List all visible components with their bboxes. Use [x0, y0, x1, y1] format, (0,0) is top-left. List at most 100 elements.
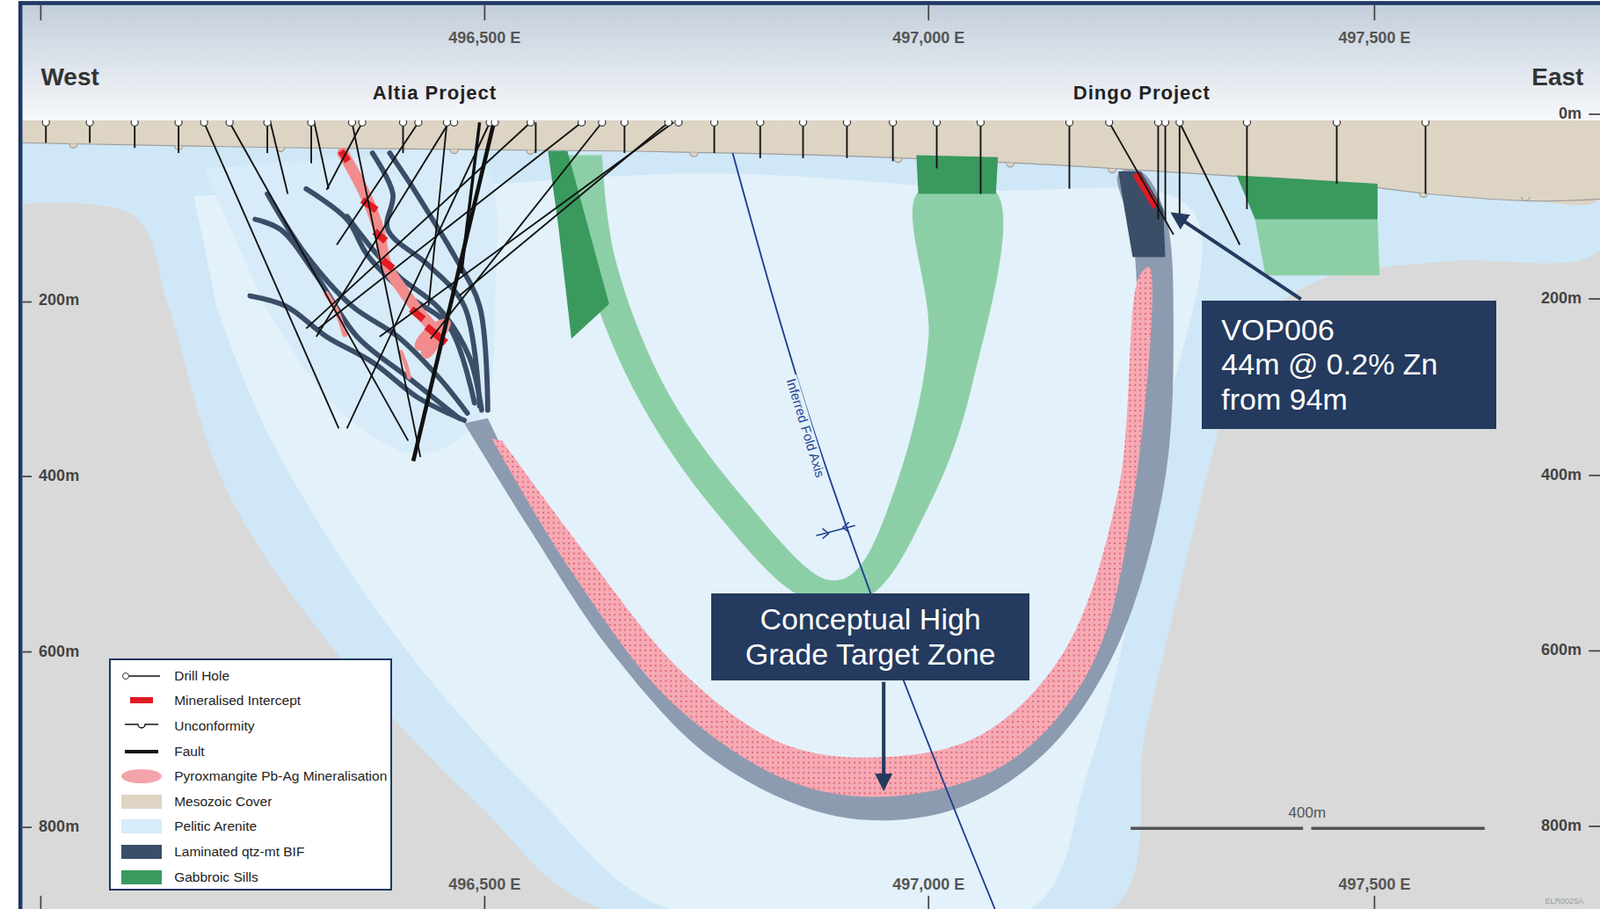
mineralised-intercept	[411, 309, 424, 320]
drill-hole	[980, 122, 982, 194]
axis-value: 497,500 E	[1338, 29, 1411, 48]
axis-value: 497,000 E	[892, 876, 965, 895]
fault	[461, 122, 480, 274]
bif-layer	[249, 296, 465, 422]
legend-row: Pyroxmangite Pb-Ag Mineralisation	[121, 763, 382, 790]
drill-hole	[379, 122, 674, 337]
unconformity-dip	[1521, 196, 1530, 202]
depth-tick	[1588, 474, 1600, 477]
axis-value: ELR0025A	[1545, 897, 1585, 907]
drill-hole	[270, 122, 289, 194]
callout-box: Conceptual High Grade Target Zone	[711, 593, 1030, 680]
callout-box: VOP00644m @ 0.2% Zn from 94m	[1201, 300, 1497, 429]
callout-text: 44m @ 0.2% Zn from 94m	[1221, 347, 1472, 416]
drill-hole	[177, 122, 180, 153]
depth-tick	[1588, 650, 1600, 653]
legend-text: Pyroxmangite Pb-Ag Mineralisation	[174, 768, 387, 785]
unconformity-dip	[526, 150, 535, 155]
axis-value: 400m	[1288, 805, 1327, 822]
fold-axis-symbol	[816, 525, 856, 537]
legend-text: Fault	[174, 743, 204, 760]
legend-text: Unconformity	[174, 718, 255, 735]
drill-hole	[1336, 122, 1339, 184]
unconformity-dip	[1005, 162, 1014, 168]
legend-row: Drill Hole	[121, 663, 382, 690]
bif-fold	[464, 168, 1174, 821]
depth-tick	[22, 651, 32, 654]
drill-hole	[892, 122, 895, 161]
easting-tick	[927, 5, 930, 21]
legend-row: Fault	[121, 738, 382, 764]
axis-value: 800m	[38, 818, 80, 837]
legend-text: Mesozoic Cover	[174, 793, 272, 810]
drill-hole	[266, 122, 269, 153]
axis-value: 496,500 E	[448, 876, 521, 895]
legend-row: Mineralised Intercept	[121, 688, 382, 714]
fold-axis	[732, 152, 995, 909]
easting-tick	[1374, 5, 1376, 21]
legend-swatch	[121, 870, 162, 885]
direction-label: West	[40, 64, 99, 92]
drill-hole	[429, 122, 448, 306]
drill-hole	[1069, 122, 1071, 189]
project-label: Altia Project	[372, 82, 497, 104]
drill-hole	[759, 122, 762, 159]
callout-text: VOP006	[1221, 312, 1472, 348]
easting-tick	[40, 895, 43, 909]
leader-arrow	[881, 682, 886, 788]
legend-row: Pelitic Arenite	[121, 814, 382, 840]
legend-row: Unconformity	[121, 713, 382, 740]
axis-value: 497,000 E	[892, 29, 965, 48]
legend-swatch	[121, 819, 162, 834]
sample-collar	[123, 672, 130, 679]
drill-hole	[347, 122, 491, 429]
easting-tick	[40, 5, 43, 21]
drill-hole	[203, 122, 339, 429]
legend-sample	[121, 693, 162, 708]
legend-text: Drill Hole	[174, 668, 230, 684]
project-label: Dingo Project	[1073, 82, 1211, 104]
unconformity-dip	[450, 149, 459, 154]
drill-hole	[802, 122, 805, 159]
bif-layer	[305, 189, 475, 404]
easting-tick	[483, 5, 486, 21]
gabbroic-sill-top	[916, 154, 998, 194]
legend-sample	[121, 719, 162, 734]
fault	[413, 122, 495, 461]
drill-hole	[1178, 122, 1181, 219]
axis-value: 200m	[1541, 290, 1582, 308]
scale-bar	[1130, 827, 1303, 830]
drill-hole	[1179, 122, 1240, 245]
legend-swatch	[121, 794, 162, 809]
drill-hole	[713, 122, 716, 153]
axis-value: 400m	[38, 467, 80, 486]
depth-tick	[1588, 825, 1600, 828]
mineralised-intercept	[382, 260, 393, 269]
legend-sample	[121, 669, 162, 684]
legend-text: Gabbroic Sills	[174, 869, 259, 886]
drill-hole	[1245, 122, 1248, 210]
sample-line	[124, 749, 159, 754]
drill-hole	[845, 122, 848, 159]
gabbroic-sill	[567, 154, 1004, 605]
drill-hole	[936, 122, 939, 168]
axis-value: 200m	[38, 291, 80, 310]
drill-hole	[351, 122, 421, 458]
easting-tick	[1374, 895, 1376, 909]
legend-swatch	[121, 769, 162, 784]
drill-hole	[336, 122, 419, 245]
drill-hole	[534, 122, 537, 153]
direction-label: East	[1531, 64, 1584, 92]
depth-tick	[1588, 298, 1600, 300]
depth-tick	[1588, 113, 1600, 116]
legend-row: Gabbroic Sills	[121, 864, 382, 890]
axis-value: 800m	[1541, 817, 1582, 836]
depth-tick	[22, 301, 32, 304]
sky-band	[22, 4, 1600, 121]
leader-arrow	[1173, 214, 1302, 300]
legend-sample	[121, 744, 162, 759]
drill-hole	[316, 122, 450, 337]
drill-hole	[318, 122, 582, 328]
easting-tick	[483, 895, 486, 909]
